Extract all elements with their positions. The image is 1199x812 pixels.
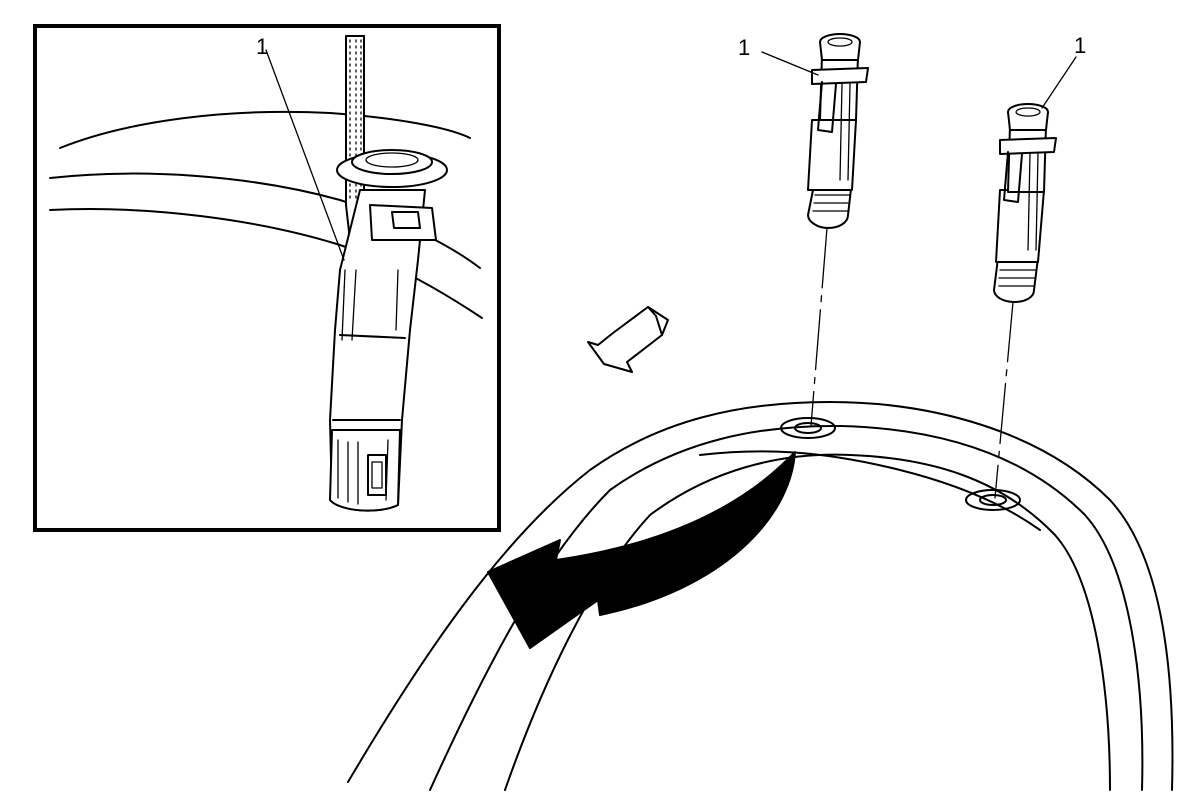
centerline-right — [994, 301, 1014, 499]
vehicle-front-arrow — [587, 306, 669, 373]
leader-line-inset — [265, 49, 345, 261]
leader-line-left — [761, 51, 819, 76]
callout-inset: 1 — [256, 34, 268, 59]
removal-direction-arrow — [487, 451, 796, 649]
mounting-hole-right — [965, 489, 1021, 511]
detail-inset: 1 — [33, 24, 501, 532]
callout-left-pin: 1 — [738, 35, 750, 60]
trim-retainer-pin-right — [993, 103, 1057, 303]
centerline-left — [810, 227, 828, 427]
mounting-hole-left — [780, 417, 836, 439]
callout-right-pin: 1 — [1074, 33, 1086, 58]
inset-retainer-pin — [329, 189, 437, 512]
leader-line-right — [1041, 56, 1077, 109]
inset-frame — [33, 24, 501, 532]
trim-retainer-pin-left — [807, 33, 869, 229]
